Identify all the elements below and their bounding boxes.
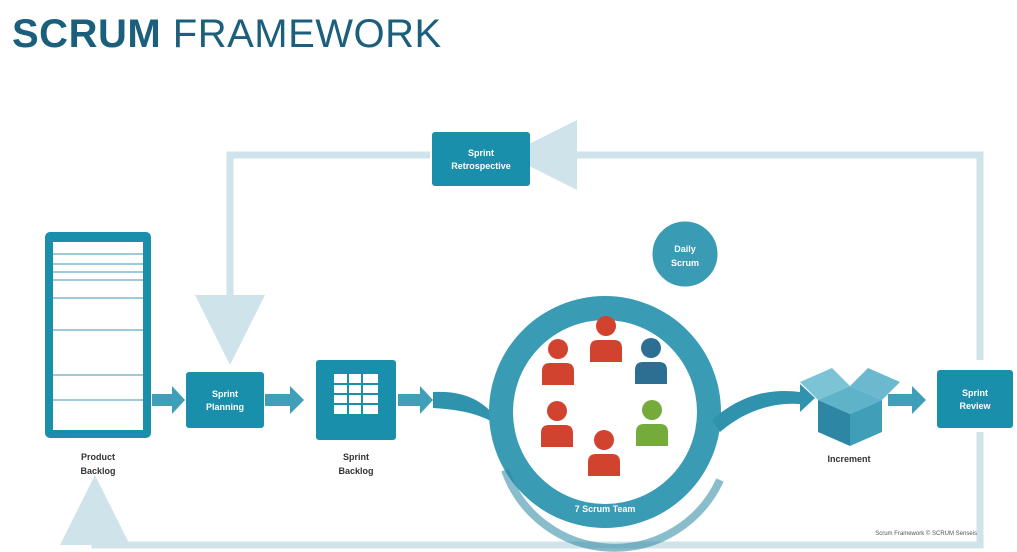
- person-blue-right: [635, 338, 667, 384]
- person-red-top: [590, 316, 622, 362]
- scrum-team-caption: 7 Scrum Team: [575, 504, 636, 514]
- increment-box-icon: [800, 368, 900, 446]
- sprint-planning-label-1: Sprint: [212, 389, 238, 399]
- sprint-backlog: [316, 360, 396, 440]
- person-red-left-top: [542, 339, 574, 385]
- daily-scrum-bubble: [649, 218, 721, 290]
- copyright-note: Scrum Framework © SCRUM Senseis: [875, 531, 977, 537]
- sprint-retrospective-box: [432, 132, 530, 186]
- review-to-backlog-loop-arrow: [60, 432, 984, 549]
- daily-scrum-label-2: Scrum: [671, 258, 699, 268]
- sprint-review-box: [937, 370, 1013, 428]
- sprint-review-label-1: Sprint: [962, 388, 988, 398]
- sprint-entry-swoosh: [433, 391, 505, 430]
- sprint-review-label-2: Review: [959, 401, 991, 411]
- sprint-backlog-label-1: Sprint: [343, 452, 369, 462]
- daily-scrum-label-1: Daily: [674, 244, 696, 254]
- sprint-retrospective-label-1: Sprint: [468, 148, 494, 158]
- sprint-backlog-label-2: Backlog: [338, 466, 373, 476]
- arrow-planning-to-sprint-backlog: [265, 386, 304, 414]
- product-backlog: [45, 232, 151, 438]
- arrow-sprint-backlog-to-sprint: [398, 386, 433, 414]
- title-light: FRAMEWORK: [172, 12, 442, 56]
- product-backlog-label-2: Backlog: [80, 466, 115, 476]
- page-title: SCRUM FRAMEWORK: [12, 12, 442, 57]
- sprint-planning-box: [186, 372, 264, 428]
- increment-label: Increment: [827, 454, 870, 464]
- title-bold: SCRUM: [12, 12, 162, 56]
- person-red-bottom: [588, 430, 620, 476]
- sprint-planning-label-2: Planning: [206, 402, 244, 412]
- product-backlog-label-1: Product: [81, 452, 115, 462]
- sprint-exit-swoosh: [712, 384, 815, 432]
- arrow-increment-to-review: [888, 386, 926, 414]
- person-green-right: [636, 400, 668, 446]
- arrow-backlog-to-planning: [152, 386, 185, 414]
- retrospective-loop-arrow: [195, 120, 984, 365]
- person-red-left-bottom: [541, 401, 573, 447]
- sprint-retrospective-label-2: Retrospective: [451, 161, 511, 171]
